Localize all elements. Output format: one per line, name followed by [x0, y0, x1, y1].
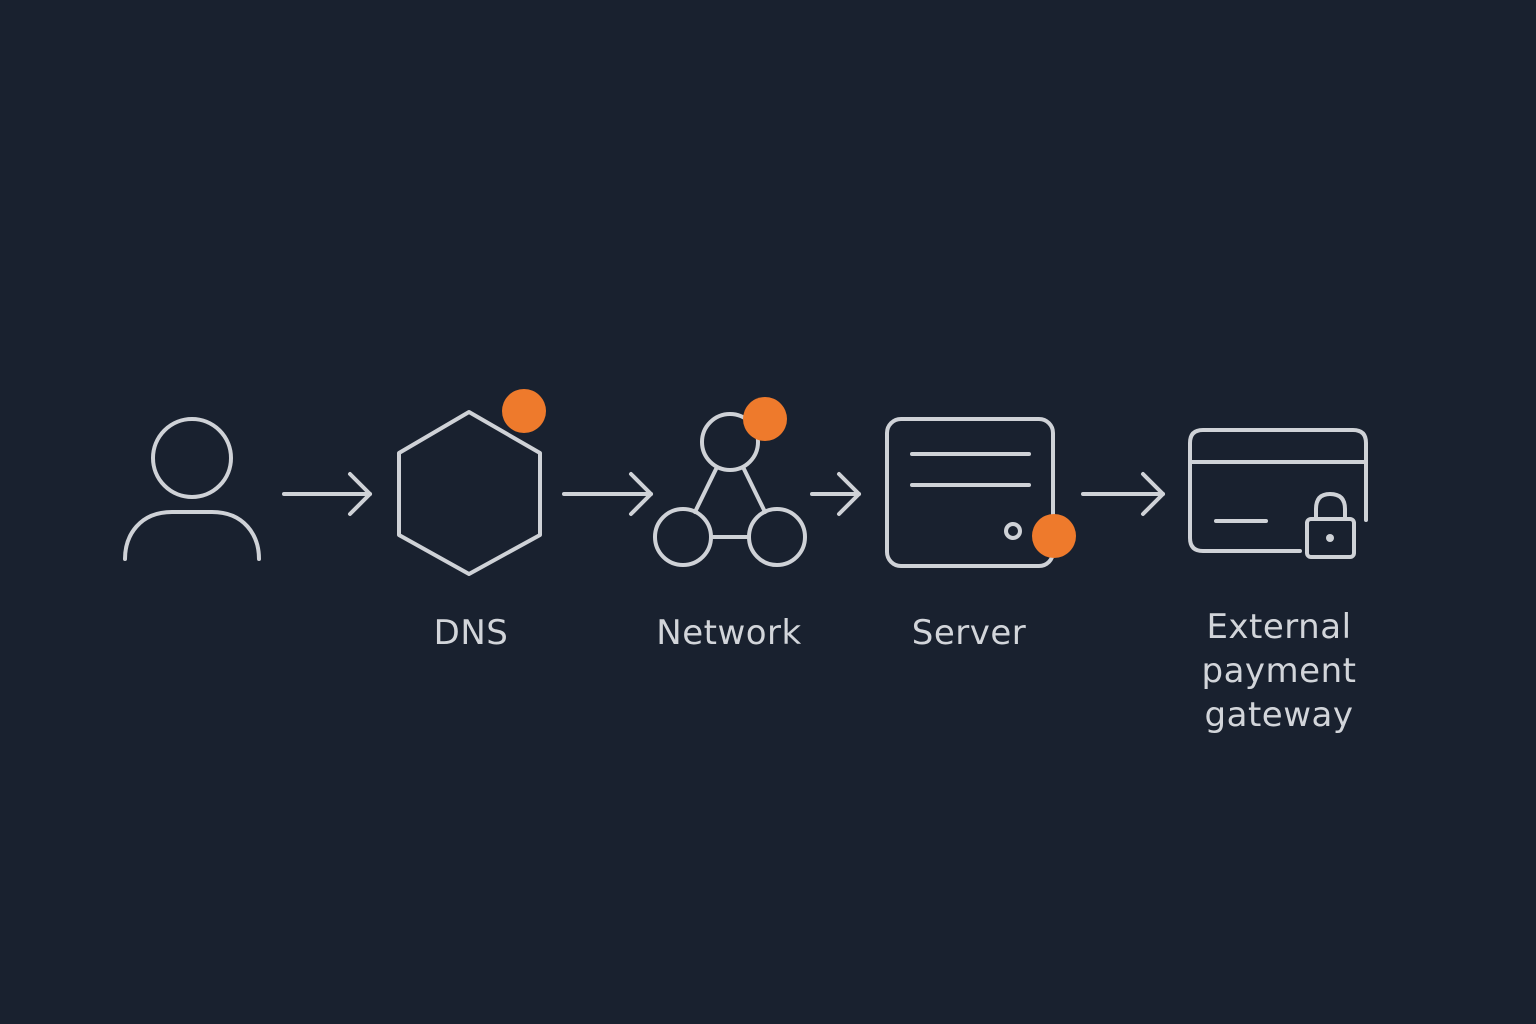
- arrow-right-icon: [1081, 472, 1165, 516]
- network-label: Network: [656, 613, 802, 653]
- network-status-dot: [743, 397, 787, 441]
- hexagon-icon: [397, 410, 542, 576]
- server-label: Server: [911, 613, 1027, 653]
- payment-label-line-3: gateway: [1204, 695, 1354, 735]
- network-graph-icon: [653, 412, 807, 567]
- payment-label-line-2: payment: [1201, 651, 1357, 691]
- payment-label-line-1: External: [1206, 607, 1352, 647]
- arrow-right-icon: [810, 472, 861, 516]
- arrow-right-icon: [282, 472, 372, 516]
- payment-gateway-label: External payment gateway: [1202, 605, 1357, 737]
- dns-label: DNS: [433, 613, 509, 653]
- server-icon: [885, 417, 1055, 568]
- user-icon: [123, 417, 261, 561]
- credit-card-lock-icon: [1188, 428, 1368, 559]
- arrow-right-icon: [562, 472, 653, 516]
- server-status-dot: [1032, 514, 1076, 558]
- dns-status-dot: [502, 389, 546, 433]
